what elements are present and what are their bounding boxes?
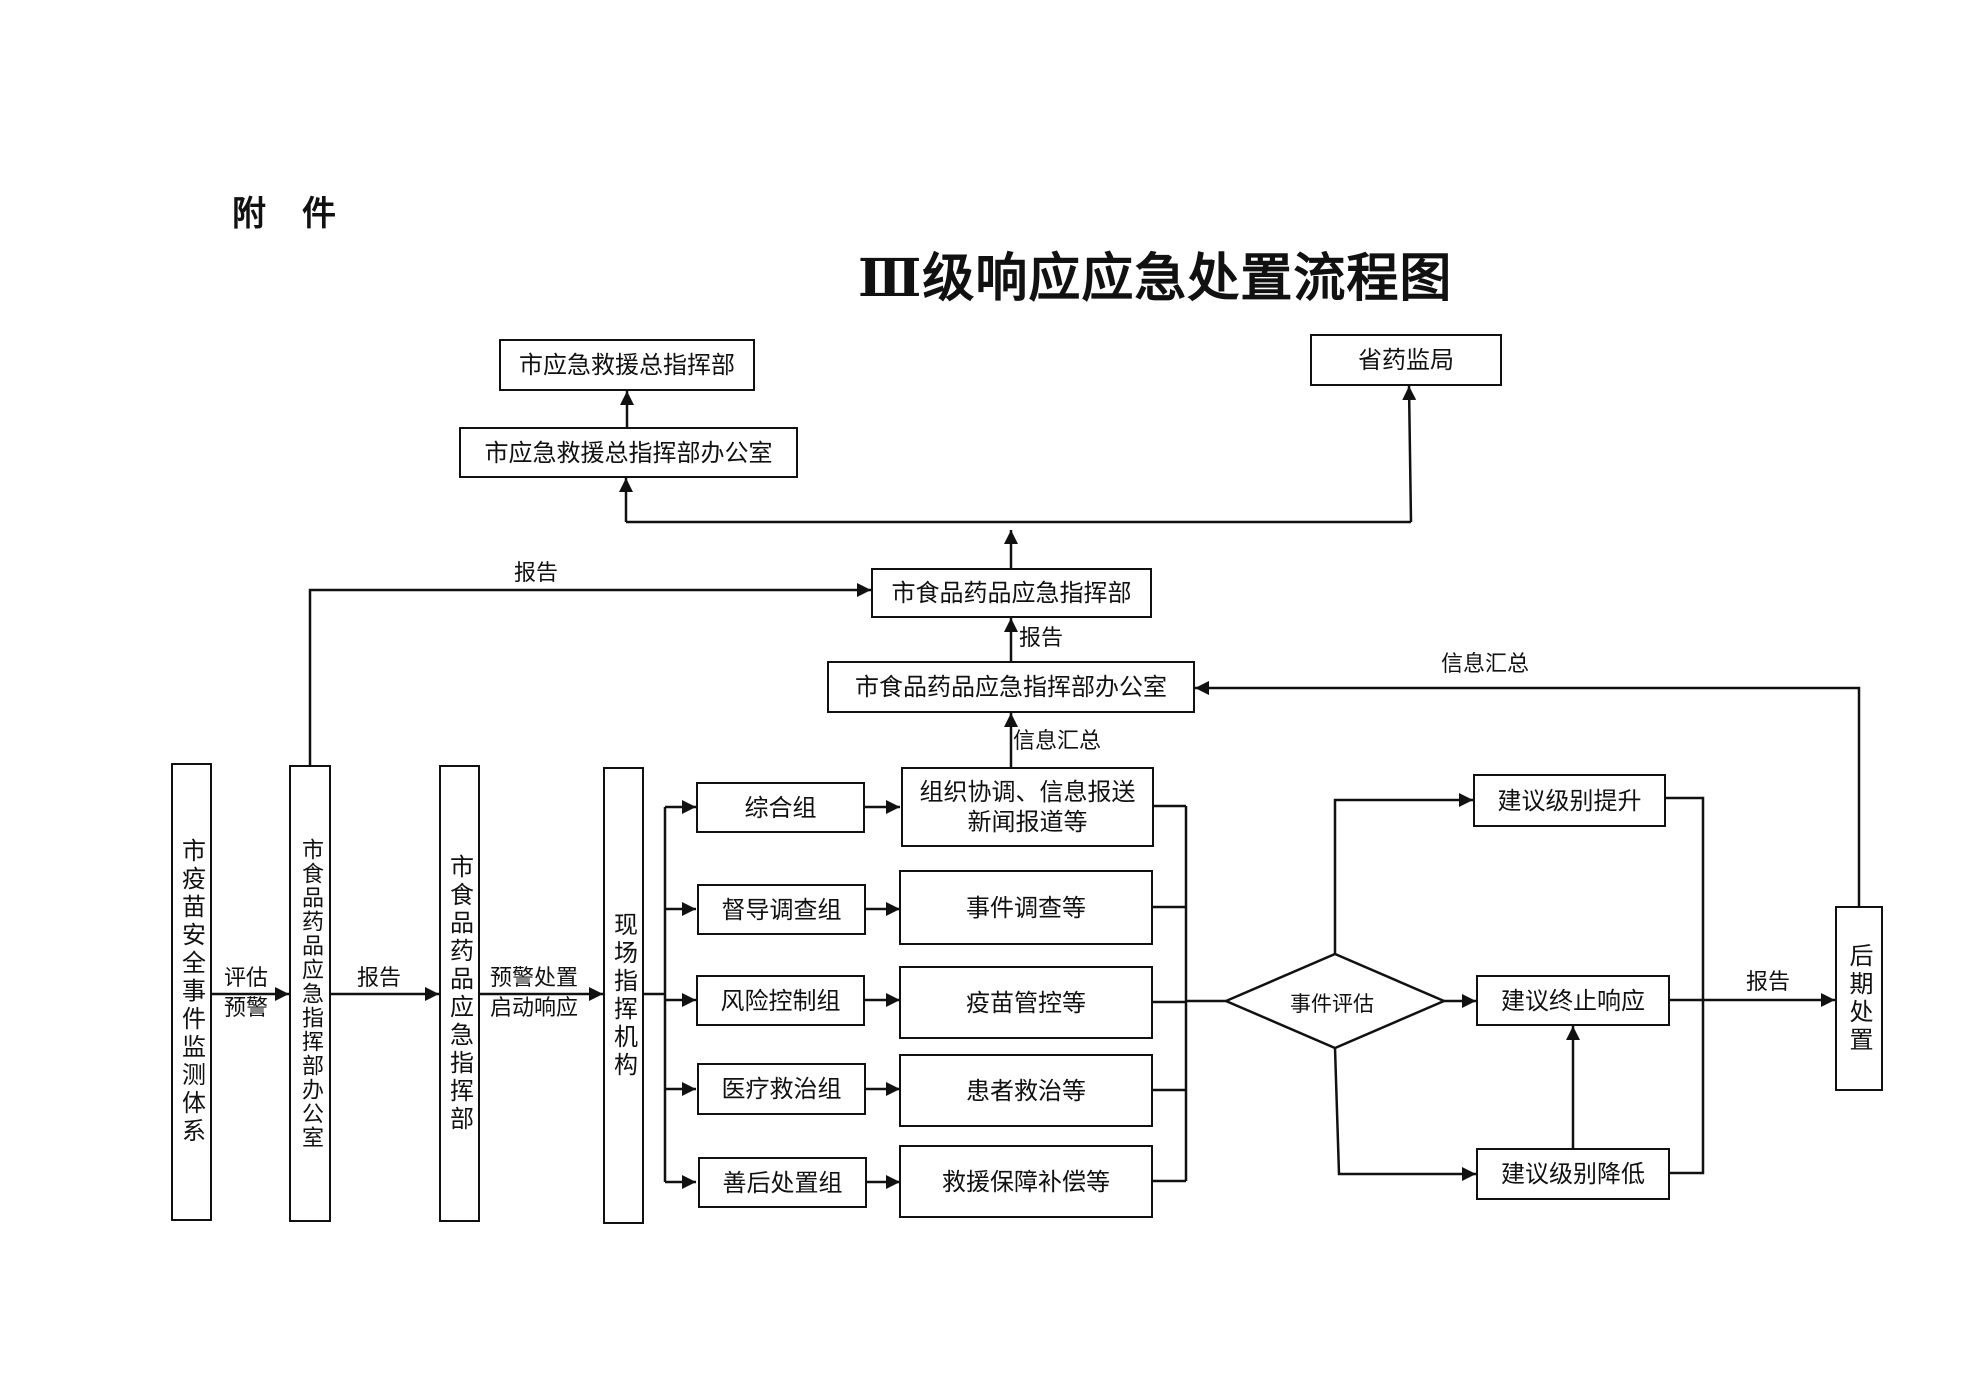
- arrow-report-left-to-hq: [308, 583, 871, 765]
- group-name: 善后处置组: [722, 1168, 843, 1197]
- food-drug-emergency-hq-office-box: 市食品药品应急指挥部办公室: [827, 661, 1195, 713]
- task-box: 事件调查等: [899, 870, 1153, 945]
- aftermath-box: 后期处置: [1835, 906, 1883, 1091]
- arrow-to-lower: [1333, 1047, 1476, 1181]
- attachment-label: 附件: [232, 194, 372, 234]
- info-summary-label-right: 信息汇总: [1441, 652, 1530, 677]
- provincial-drug-admin-label: 省药监局: [1358, 346, 1454, 374]
- group-box: 综合组: [696, 782, 865, 833]
- edge-warning-label-1: 预警处置: [490, 966, 579, 991]
- city-emergency-hq-office-box: 市应急救援总指挥部办公室: [459, 427, 798, 478]
- group-box: 风险控制组: [696, 975, 865, 1026]
- arrow-to-raise: [1333, 793, 1473, 954]
- raise-level-label: 建议级别提升: [1497, 786, 1642, 815]
- arrow-to-provincial-admin: [1402, 385, 1417, 523]
- task-text: 组织协调、信息报送 新闻报道等: [919, 778, 1136, 836]
- monitoring-system-label: 市疫苗安全事件监测体系: [177, 838, 206, 1146]
- edge-warning-label-2: 启动响应: [490, 996, 579, 1021]
- task-text: 疫苗管控等: [966, 988, 1086, 1017]
- raise-level-box: 建议级别提升: [1473, 774, 1666, 827]
- food-drug-emergency-hq-box: 市食品药品应急指挥部: [871, 568, 1152, 618]
- task-box: 组织协调、信息报送 新闻报道等: [901, 767, 1154, 847]
- aftermath-label: 后期处置: [1845, 942, 1873, 1055]
- food-drug-hq-vbox: 市食品药品应急指挥部: [439, 765, 480, 1222]
- group-name: 督导调查组: [721, 895, 842, 924]
- report-label-right: 报告: [1746, 970, 1791, 995]
- food-drug-hq-vlabel: 市食品药品应急指挥部: [445, 853, 474, 1134]
- group-name: 综合组: [744, 793, 817, 822]
- city-emergency-hq-label: 市应急救援总指挥部: [519, 351, 735, 379]
- group-box: 医疗救治组: [697, 1063, 866, 1115]
- edge-report-label: 报告: [357, 966, 402, 991]
- task-box: 疫苗管控等: [899, 966, 1153, 1039]
- info-summary-label-mid: 信息汇总: [1013, 729, 1102, 754]
- report-label-mid: 报告: [1019, 626, 1064, 651]
- terminate-box: 建议终止响应: [1476, 975, 1670, 1026]
- lower-level-label: 建议级别降低: [1501, 1160, 1645, 1188]
- task-text: 救援保障补偿等: [942, 1167, 1110, 1196]
- food-drug-emergency-hq-office-label: 市食品药品应急指挥部办公室: [855, 673, 1167, 701]
- decision-label: 事件评估: [1290, 992, 1374, 1016]
- city-emergency-hq-office-label: 市应急救援总指挥部办公室: [484, 438, 773, 467]
- task-box: 患者救治等: [899, 1054, 1153, 1127]
- terminate-label: 建议终止响应: [1501, 986, 1645, 1015]
- task-box: 救援保障补偿等: [899, 1145, 1153, 1218]
- onsite-command-label: 现场指挥机构: [609, 911, 638, 1080]
- provincial-drug-admin-box: 省药监局: [1310, 334, 1502, 386]
- arrow-info-summary-right: [1195, 681, 1861, 906]
- lower-level-box: 建议级别降低: [1476, 1148, 1670, 1200]
- monitoring-system-box: 市疫苗安全事件监测体系: [171, 763, 212, 1221]
- group-name: 风险控制组: [720, 986, 841, 1015]
- group-box: 督导调查组: [697, 884, 866, 935]
- page-title: Ⅲ级响应应急处置流程图: [858, 248, 1453, 309]
- edge-assess-label-2: 预警: [224, 996, 269, 1021]
- report-label-left: 报告: [514, 561, 559, 586]
- food-drug-hq-office-vbox: 市食品药品应急指挥部办公室: [289, 765, 331, 1222]
- group-box: 善后处置组: [698, 1157, 867, 1208]
- task-text: 事件调查等: [966, 893, 1086, 922]
- group-name: 医疗救治组: [721, 1075, 842, 1103]
- onsite-command-box: 现场指挥机构: [603, 767, 644, 1224]
- food-drug-emergency-hq-label: 市食品药品应急指挥部: [891, 579, 1132, 607]
- city-emergency-hq-box: 市应急救援总指挥部: [499, 339, 755, 391]
- task-text: 患者救治等: [966, 1076, 1086, 1105]
- food-drug-hq-office-vlabel: 市食品药品应急指挥部办公室: [298, 837, 323, 1150]
- edge-assess-label-1: 评估: [224, 966, 269, 991]
